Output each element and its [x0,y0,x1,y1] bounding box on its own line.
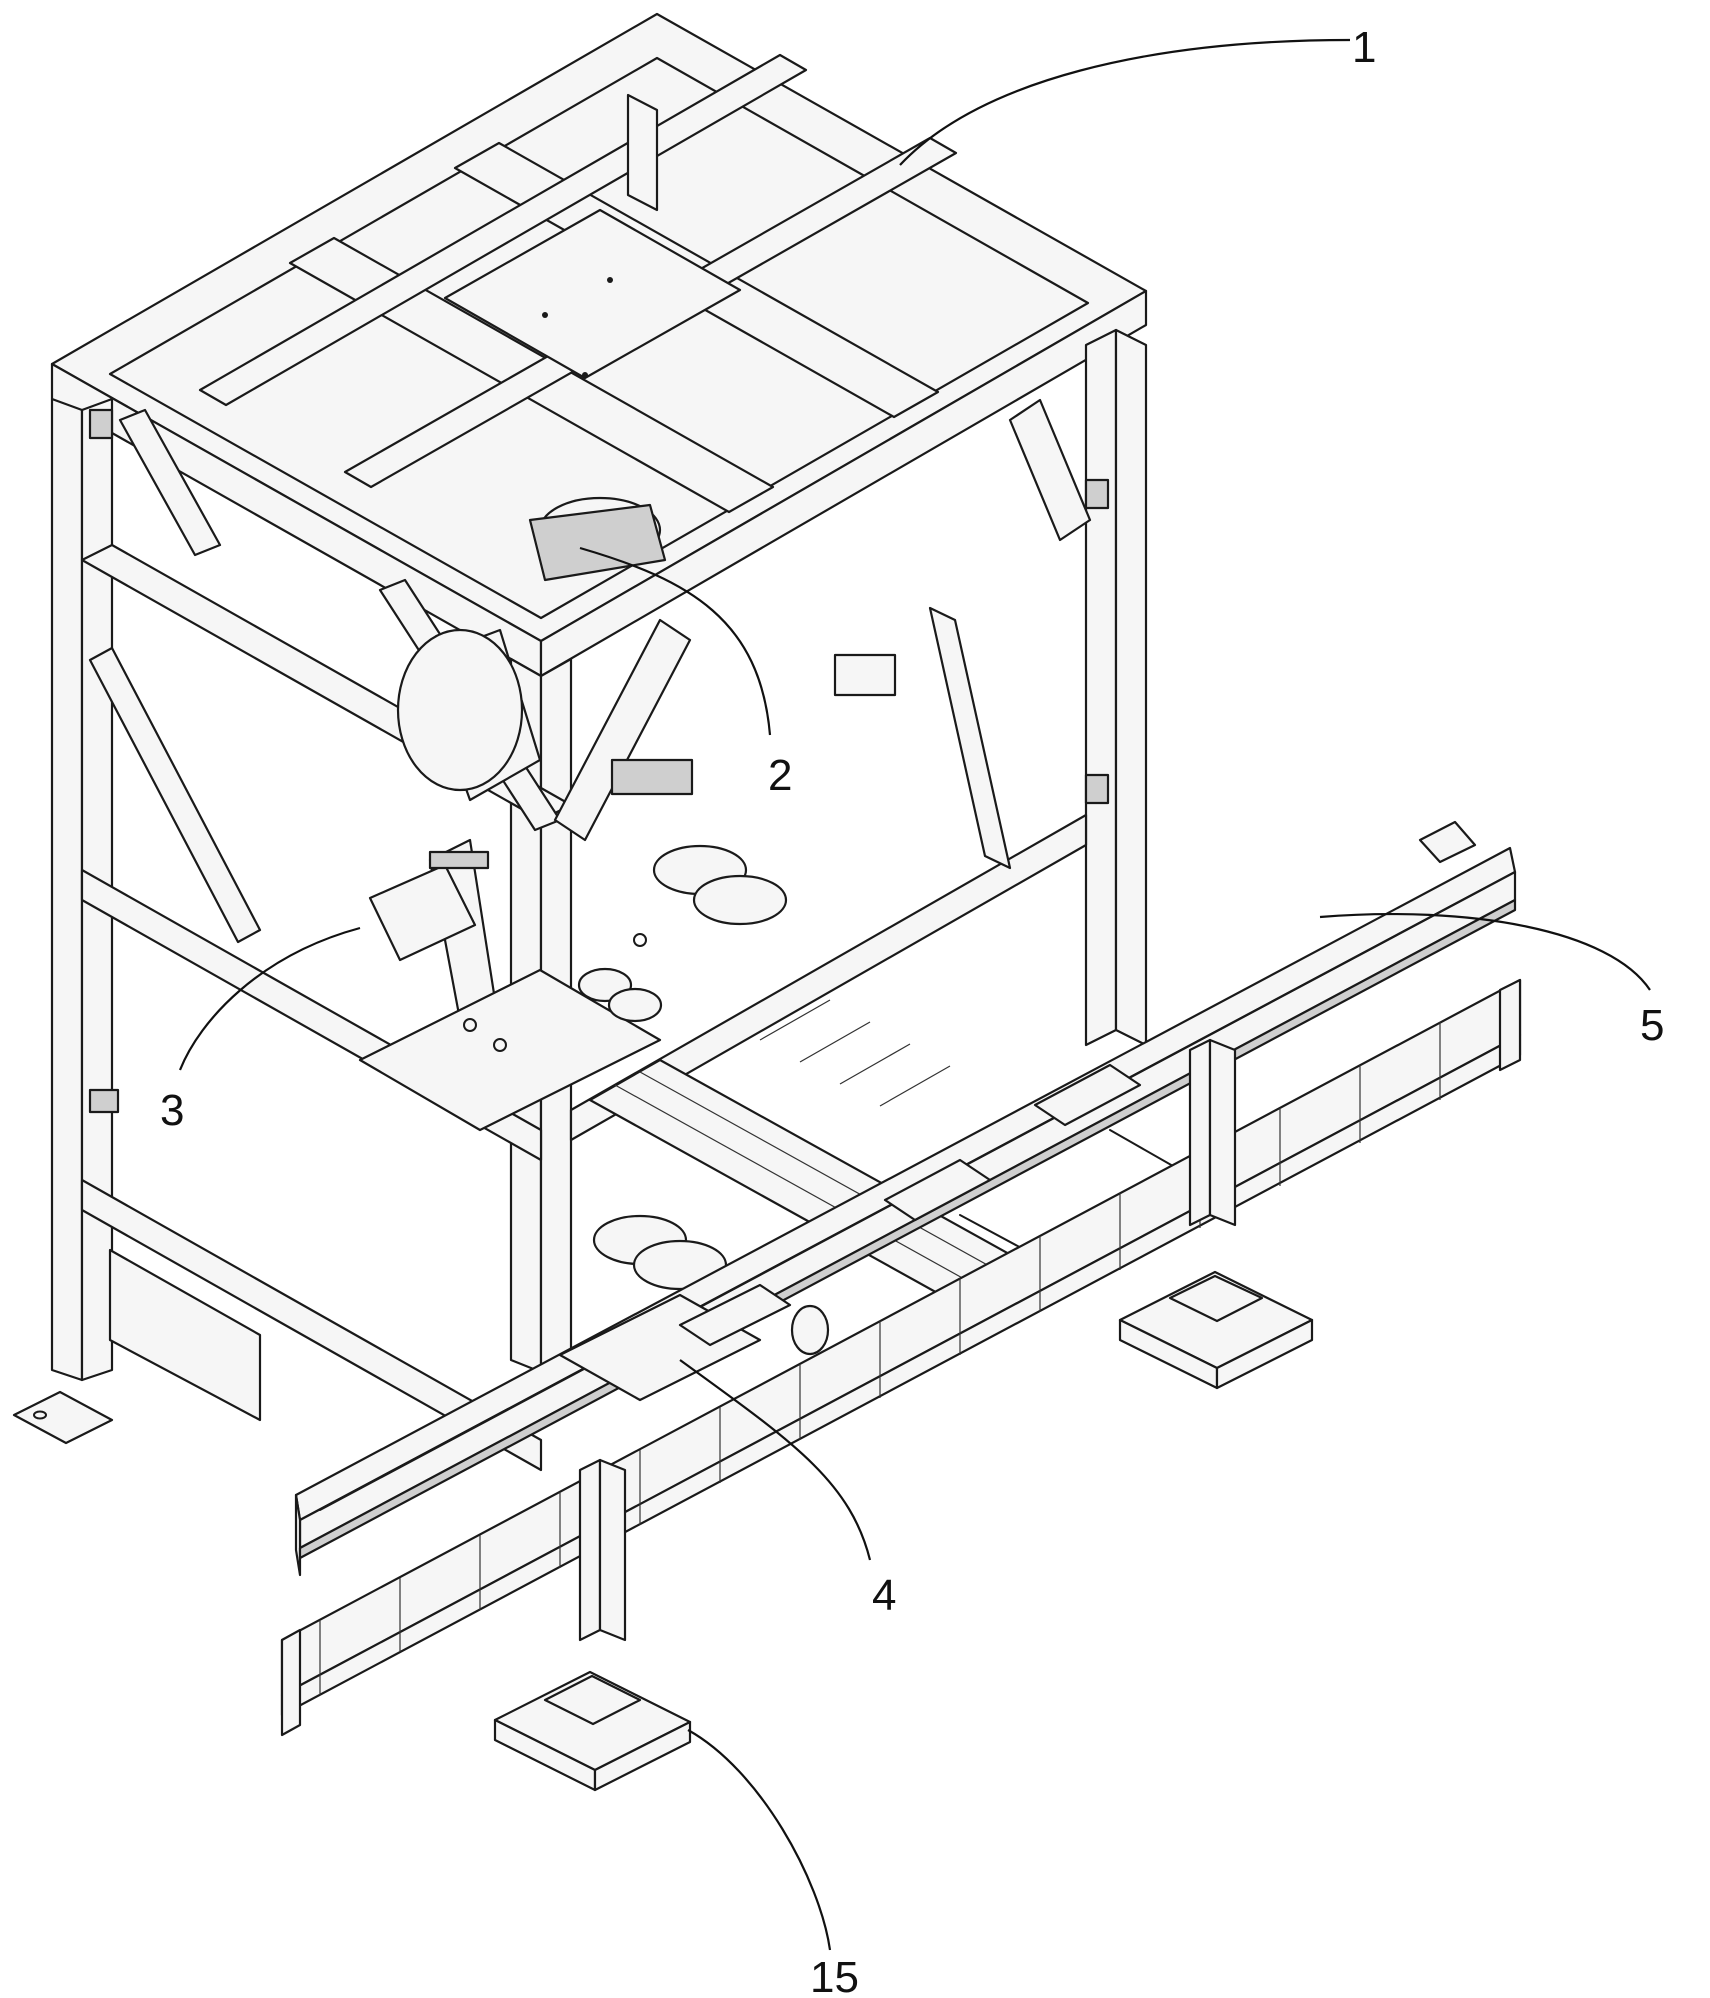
leader-line-base [687,1729,832,1951]
leader-line-robot [579,546,772,736]
ref-label-gripper: 3 [160,1086,184,1135]
frame [12,12,1148,1472]
rail-bases [493,1038,1314,1792]
ref-label-base: 15 [810,1953,859,1998]
gripper [358,844,788,1291]
reference-labels: 1 2 3 4 5 15 [160,23,1664,1998]
leader-line-rail [1319,912,1651,991]
ref-label-robot: 2 [768,751,792,800]
leader-lines [178,38,1651,1951]
leader-line-carriage [679,1359,872,1561]
ref-label-frame: 1 [1352,23,1376,72]
ref-label-carriage: 4 [872,1571,896,1620]
leader-line-frame [899,38,1351,166]
carriage [558,1063,1181,1402]
ref-label-rail: 5 [1640,1001,1664,1050]
leader-line-gripper [178,926,361,1071]
